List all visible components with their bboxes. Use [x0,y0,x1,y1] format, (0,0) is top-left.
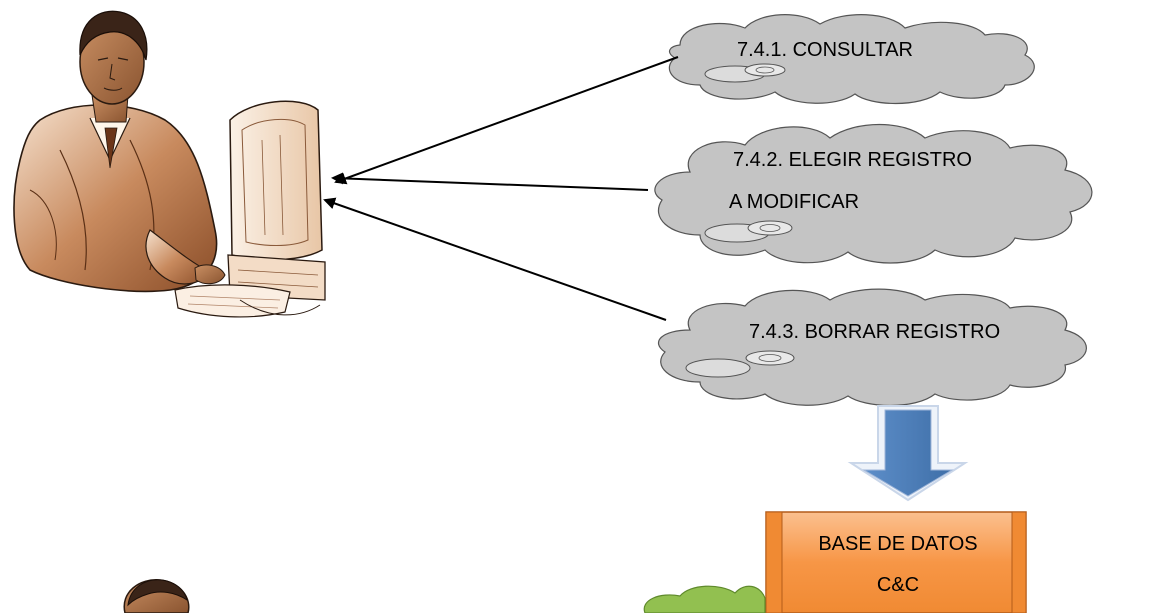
cloud-label: 7.4.3. BORRAR REGISTRO [749,321,1000,343]
cloud-label: 7.4.1. CONSULTAR [737,39,913,61]
down-arrow-icon [847,405,969,502]
cloud-label: 7.4.2. ELEGIR REGISTRO [733,149,972,171]
cloud-elegir-registro: 7.4.2. ELEGIR REGISTRO A MODIFICAR [654,124,1093,264]
database-title: BASE DE DATOS [818,533,977,555]
database-subtitle: C&C [877,574,919,596]
database-box: BASE DE DATOS C&C [765,511,1027,613]
arrow-borrar-registro [323,197,667,321]
cloud-consultar: 7.4.1. CONSULTAR [668,14,1035,105]
man-at-computer-icon-bottom [123,579,190,613]
arrow-elegir-registro [331,172,649,191]
green-cloud [643,585,766,613]
cloud-borrar-registro: 7.4.3. BORRAR REGISTRO [658,288,1087,407]
cloud-label: A MODIFICAR [729,191,859,213]
man-at-computer-icon [13,10,326,318]
arrow-consultar [334,56,679,185]
